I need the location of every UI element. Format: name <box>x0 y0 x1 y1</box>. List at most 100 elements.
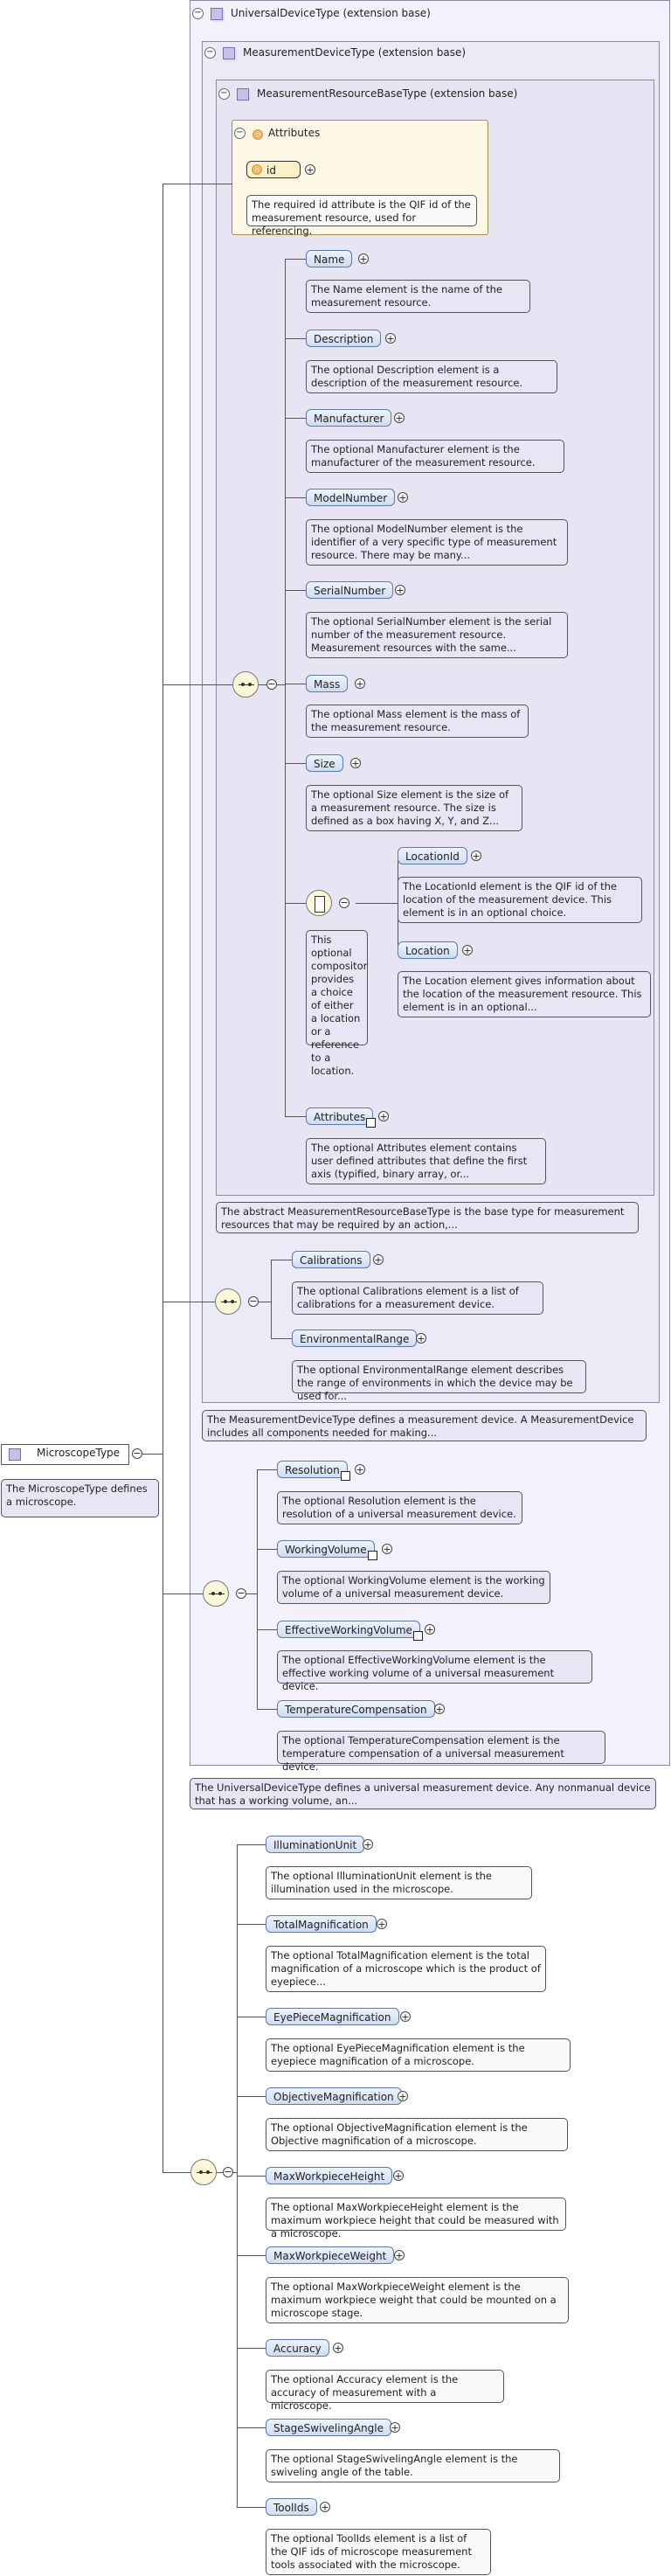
collapse-toggle[interactable]: − <box>236 1587 246 1599</box>
expand-icon[interactable]: + <box>390 2422 400 2434</box>
expand-icon[interactable]: + <box>320 2502 330 2513</box>
element-accuracy[interactable]: Accuracy <box>266 2339 329 2357</box>
collapse-toggle[interactable]: − <box>192 8 204 19</box>
element-temperature-compensation[interactable]: TemperatureCompensation <box>277 1700 435 1718</box>
element-objective-magnification[interactable]: ObjectiveMagnification <box>266 2087 402 2105</box>
collapse-toggle[interactable]: − <box>234 128 246 139</box>
expand-icon[interactable]: + <box>305 164 315 176</box>
measurement-device-type-title[interactable]: −MeasurementDeviceType (extension base) <box>204 45 466 59</box>
expand-icon[interactable]: + <box>358 253 369 265</box>
element-size[interactable]: Size <box>306 754 343 772</box>
expand-icon[interactable]: + <box>355 678 365 690</box>
element-calibrations-doc: The optional Calibrations element is a l… <box>292 1281 543 1315</box>
expand-icon[interactable]: + <box>394 2250 405 2261</box>
collapse-toggle[interactable]: − <box>248 1295 259 1307</box>
expand-icon[interactable]: + <box>395 585 405 596</box>
element-max-workpiece-weight-doc: The optional MaxWorkpieceWeight element … <box>266 2277 569 2323</box>
root-doc: The MicroscopeType defines a microscope. <box>1 1479 159 1517</box>
element-location-id[interactable]: LocationId <box>398 847 467 864</box>
type-icon <box>9 1448 21 1461</box>
element-calibrations[interactable]: Calibrations <box>292 1251 370 1268</box>
element-illumination-unit[interactable]: IlluminationUnit <box>266 1836 365 1853</box>
expand-icon[interactable]: + <box>425 1624 435 1635</box>
element-stage-swiveling-angle-doc: The optional StageSwivelingAngle element… <box>266 2449 560 2482</box>
element-manufacturer-doc: The optional Manufacturer element is the… <box>306 440 564 473</box>
element-name[interactable]: Name <box>306 250 353 267</box>
id-attribute[interactable]: @ id <box>246 161 301 178</box>
root-element[interactable]: MicroscopeType <box>1 1444 129 1465</box>
element-name-doc: The Name element is the name of the meas… <box>306 280 530 313</box>
expand-icon[interactable]: + <box>416 1333 426 1344</box>
element-size-doc: The optional Size element is the size of… <box>306 785 522 831</box>
element-tool-ids-doc: The optional ToolIds element is a list o… <box>266 2529 491 2575</box>
expand-icon[interactable]: + <box>434 1704 445 1715</box>
type-icon <box>211 7 223 20</box>
expand-icon[interactable]: + <box>363 1839 373 1850</box>
element-max-workpiece-height[interactable]: MaxWorkpieceHeight <box>266 2167 393 2184</box>
element-temperature-compensation-doc: The optional TemperatureCompensation ele… <box>277 1731 605 1773</box>
element-total-magnification[interactable]: TotalMagnification <box>266 1915 377 1933</box>
location-choice-doc: This optional compositor provides a choi… <box>306 930 368 1077</box>
element-eyepiece-magnification[interactable]: EyePieceMagnification <box>266 2008 399 2025</box>
element-effective-working-volume-doc: The optional EffectiveWorkingVolume elem… <box>277 1650 592 1692</box>
expand-icon[interactable]: + <box>355 1464 365 1475</box>
choice-icon <box>306 890 332 916</box>
collapse-toggle[interactable]: − <box>339 897 349 908</box>
attribute-icon: @ <box>252 129 263 140</box>
element-location[interactable]: Location <box>398 941 458 959</box>
element-resolution[interactable]: Resolution <box>277 1461 350 1481</box>
expand-icon[interactable]: + <box>377 1919 387 1930</box>
expand-icon[interactable]: + <box>400 2011 411 2023</box>
element-environmental-range[interactable]: EnvironmentalRange <box>292 1330 418 1347</box>
element-environmental-range-doc: The optional EnvironmentalRange element … <box>292 1360 586 1402</box>
measurement-resource-base-type-title[interactable]: −MeasurementResourceBaseType (extension … <box>218 87 517 101</box>
collapse-toggle[interactable]: − <box>266 678 277 690</box>
element-total-magnification-doc: The optional TotalMagnification element … <box>266 1946 546 1992</box>
measurement-resource-base-type-doc: The abstract MeasurementResourceBaseType… <box>216 1202 639 1233</box>
element-max-workpiece-height-doc: The optional MaxWorkpieceHeight element … <box>266 2198 566 2239</box>
sequence-icon <box>232 671 259 698</box>
universal-device-type-title[interactable]: −UniversalDeviceType (extension base) <box>192 6 431 20</box>
root-collapse-toggle[interactable]: − <box>132 1448 142 1459</box>
attributes-group-title[interactable]: −@Attributes <box>234 126 320 140</box>
expand-icon[interactable]: + <box>462 945 473 956</box>
expand-icon[interactable]: + <box>382 1544 392 1555</box>
expand-icon[interactable]: + <box>385 333 396 344</box>
element-accuracy-doc: The optional Accuracy element is the acc… <box>266 2370 504 2412</box>
element-resolution-doc: The optional Resolution element is the r… <box>277 1491 522 1524</box>
type-icon <box>237 87 249 101</box>
expand-icon[interactable]: + <box>471 851 481 862</box>
expand-icon[interactable]: + <box>373 1254 384 1266</box>
element-description[interactable]: Description <box>306 330 382 347</box>
element-mass[interactable]: Mass <box>306 675 349 692</box>
expand-icon[interactable]: + <box>393 2170 404 2182</box>
element-working-volume[interactable]: WorkingVolume <box>277 1540 377 1560</box>
element-serial-number-doc: The optional SerialNumber element is the… <box>306 612 568 658</box>
element-model-number[interactable]: ModelNumber <box>306 489 396 506</box>
collapse-toggle[interactable]: − <box>223 2166 233 2177</box>
element-eyepiece-magnification-doc: The optional EyePieceMagnification eleme… <box>266 2038 571 2072</box>
expand-icon[interactable]: + <box>394 413 405 424</box>
expand-icon[interactable]: + <box>398 2091 408 2102</box>
expand-icon[interactable]: + <box>333 2343 343 2354</box>
collapse-toggle[interactable]: − <box>204 47 216 59</box>
element-objective-magnification-doc: The optional ObjectiveMagnification elem… <box>266 2118 568 2151</box>
element-effective-working-volume[interactable]: EffectiveWorkingVolume <box>277 1621 423 1641</box>
element-manufacturer[interactable]: Manufacturer <box>306 409 392 427</box>
expand-icon[interactable]: + <box>378 1111 389 1122</box>
element-max-workpiece-weight[interactable]: MaxWorkpieceWeight <box>266 2246 395 2264</box>
expand-icon[interactable]: + <box>350 758 361 769</box>
element-illumination-unit-doc: The optional IlluminationUnit element is… <box>266 1866 532 1899</box>
element-mass-doc: The optional Mass element is the mass of… <box>306 705 529 738</box>
type-icon <box>223 46 235 59</box>
attribute-icon: @ <box>252 164 262 175</box>
element-attributes[interactable]: Attributes <box>306 1107 377 1128</box>
element-location-id-doc: The LocationId element is the QIF id of … <box>398 877 642 923</box>
sequence-icon <box>203 1580 229 1607</box>
element-tool-ids[interactable]: ToolIds <box>266 2498 317 2516</box>
collapse-toggle[interactable]: − <box>218 88 230 100</box>
element-working-volume-doc: The optional WorkingVolume element is th… <box>277 1571 550 1604</box>
expand-icon[interactable]: + <box>398 492 408 503</box>
element-serial-number[interactable]: SerialNumber <box>306 581 394 599</box>
element-stage-swiveling-angle[interactable]: StageSwivelingAngle <box>266 2419 391 2436</box>
